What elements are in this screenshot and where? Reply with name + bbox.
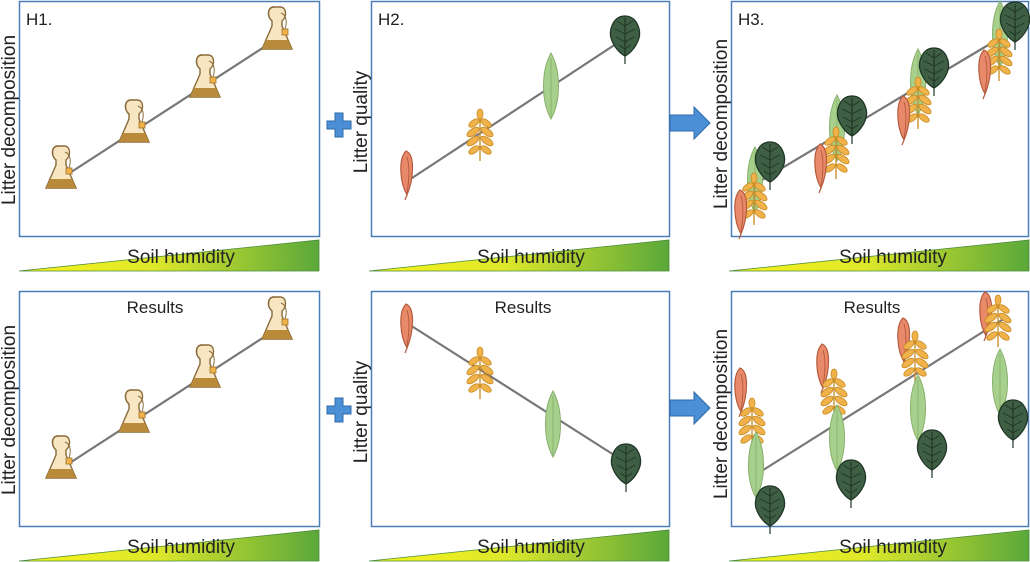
panel-label: H2.: [378, 10, 404, 29]
panel-frame: [370, 290, 671, 528]
y-axis-label: Litter quality: [351, 70, 372, 173]
panel-results-decomposition: Results Litter decomposition Soil humidi…: [0, 290, 321, 562]
y-axis-label: Litter decomposition: [711, 39, 732, 209]
trend-line: [61, 37, 279, 179]
x-axis-label: Soil humidity: [477, 247, 585, 268]
x-axis-label: Soil humidity: [839, 247, 947, 268]
panel-results-combined: Results Litter decomposition Soil humidi…: [711, 290, 1030, 562]
panel-title: Results: [844, 298, 901, 317]
panel-h1: H1. Litter decomposition Soil humidity: [0, 0, 321, 272]
x-axis-label: Soil humidity: [477, 537, 585, 558]
trend-line: [761, 31, 1011, 181]
trend-line: [61, 327, 279, 469]
x-axis-label: Soil humidity: [839, 537, 947, 558]
humidity-gradient-bar: [728, 239, 1030, 272]
panel-label: H3.: [738, 10, 764, 29]
panel-h2: H2. Litter quality Soil humidity: [351, 0, 671, 272]
panel-label: H1.: [26, 10, 52, 29]
panel-frame: [730, 290, 1030, 528]
y-axis-label: Litter decomposition: [0, 325, 20, 495]
trend-line: [409, 324, 626, 463]
y-axis-label: Litter decomposition: [0, 35, 20, 205]
humidity-gradient-bar: [368, 239, 670, 272]
panel-frame: [730, 0, 1030, 238]
right-arrow-icon: [669, 390, 711, 426]
y-axis-label: Litter decomposition: [711, 329, 732, 499]
right-arrow-icon: [669, 105, 711, 141]
x-axis-label: Soil humidity: [127, 247, 235, 268]
panel-title: Results: [127, 298, 184, 317]
humidity-gradient-bar: [368, 529, 670, 562]
x-axis-label: Soil humidity: [127, 537, 235, 558]
y-axis-label: Litter quality: [351, 360, 372, 463]
humidity-gradient-bar: [18, 529, 320, 562]
panel-results-quality: Results Litter quality Soil humidity: [351, 290, 671, 562]
trend-line: [408, 39, 623, 181]
humidity-gradient-bar: [18, 239, 320, 272]
plus-icon: [326, 112, 352, 138]
humidity-gradient-bar: [728, 529, 1030, 562]
panel-h3: H3. Litter decomposition Soil humidity: [711, 0, 1030, 272]
plus-icon: [326, 397, 352, 423]
trend-line: [759, 317, 1006, 473]
panel-title: Results: [495, 298, 552, 317]
